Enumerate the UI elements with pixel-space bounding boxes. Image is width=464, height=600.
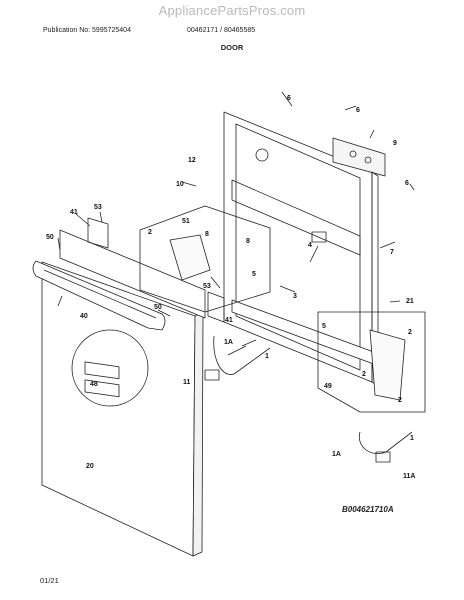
- callout-8a: 8: [205, 231, 209, 238]
- callout-6c: 6: [405, 180, 409, 187]
- drawing-id: B004621710A: [342, 505, 394, 514]
- part-41-plate: [87, 217, 109, 249]
- label-detail-circle: [71, 329, 149, 407]
- callout-6b: 6: [356, 107, 360, 114]
- callout-11a: 11A: [403, 473, 415, 480]
- callout-9: 9: [393, 140, 397, 147]
- callout-21: 21: [406, 298, 414, 305]
- callout-1a-a: 1A: [224, 339, 233, 346]
- outer-door-side: [192, 311, 204, 557]
- callout-12: 12: [188, 157, 196, 164]
- latch-assembly: [332, 137, 386, 177]
- diagram-title: DOOR: [220, 43, 244, 52]
- publication-number: Publication No: 5995725404: [43, 27, 131, 34]
- hinge-detail-box-left: [139, 205, 271, 313]
- callout-1b: 1: [410, 435, 414, 442]
- callout-2d: 2: [398, 397, 402, 404]
- door-handle: [32, 260, 166, 331]
- callout-4: 4: [308, 242, 312, 249]
- callout-10: 10: [176, 181, 184, 188]
- callout-6a: 6: [287, 95, 291, 102]
- callout-7: 7: [390, 249, 394, 256]
- callout-2b: 2: [408, 329, 412, 336]
- callout-5b: 5: [322, 323, 326, 330]
- callout-8b: 8: [246, 238, 250, 245]
- callout-51: 51: [182, 218, 190, 225]
- callout-2a: 2: [148, 229, 152, 236]
- callout-49: 49: [324, 383, 332, 390]
- callout-11: 11: [183, 379, 191, 386]
- callout-50a: 50: [46, 234, 54, 241]
- callout-53b: 53: [203, 283, 211, 290]
- callout-3: 3: [293, 293, 297, 300]
- callout-20: 20: [86, 463, 94, 470]
- callout-48: 48: [90, 381, 98, 388]
- watermark: AppliancePartsPros.com: [158, 3, 306, 18]
- callout-40: 40: [80, 313, 88, 320]
- hinge-detail-box-right: [317, 311, 426, 413]
- callout-50b: 50: [154, 304, 162, 311]
- callout-5a: 5: [252, 271, 256, 278]
- callout-41a: 41: [70, 209, 78, 216]
- callout-2c: 2: [362, 371, 366, 378]
- model-numbers: 00462171 / 80465585: [187, 27, 256, 34]
- callout-41b: 41: [225, 317, 233, 324]
- callout-1a: 1: [265, 353, 269, 360]
- callout-1a-b: 1A: [332, 451, 341, 458]
- callout-53a: 53: [94, 204, 102, 211]
- revision-date: 01/21: [40, 576, 59, 585]
